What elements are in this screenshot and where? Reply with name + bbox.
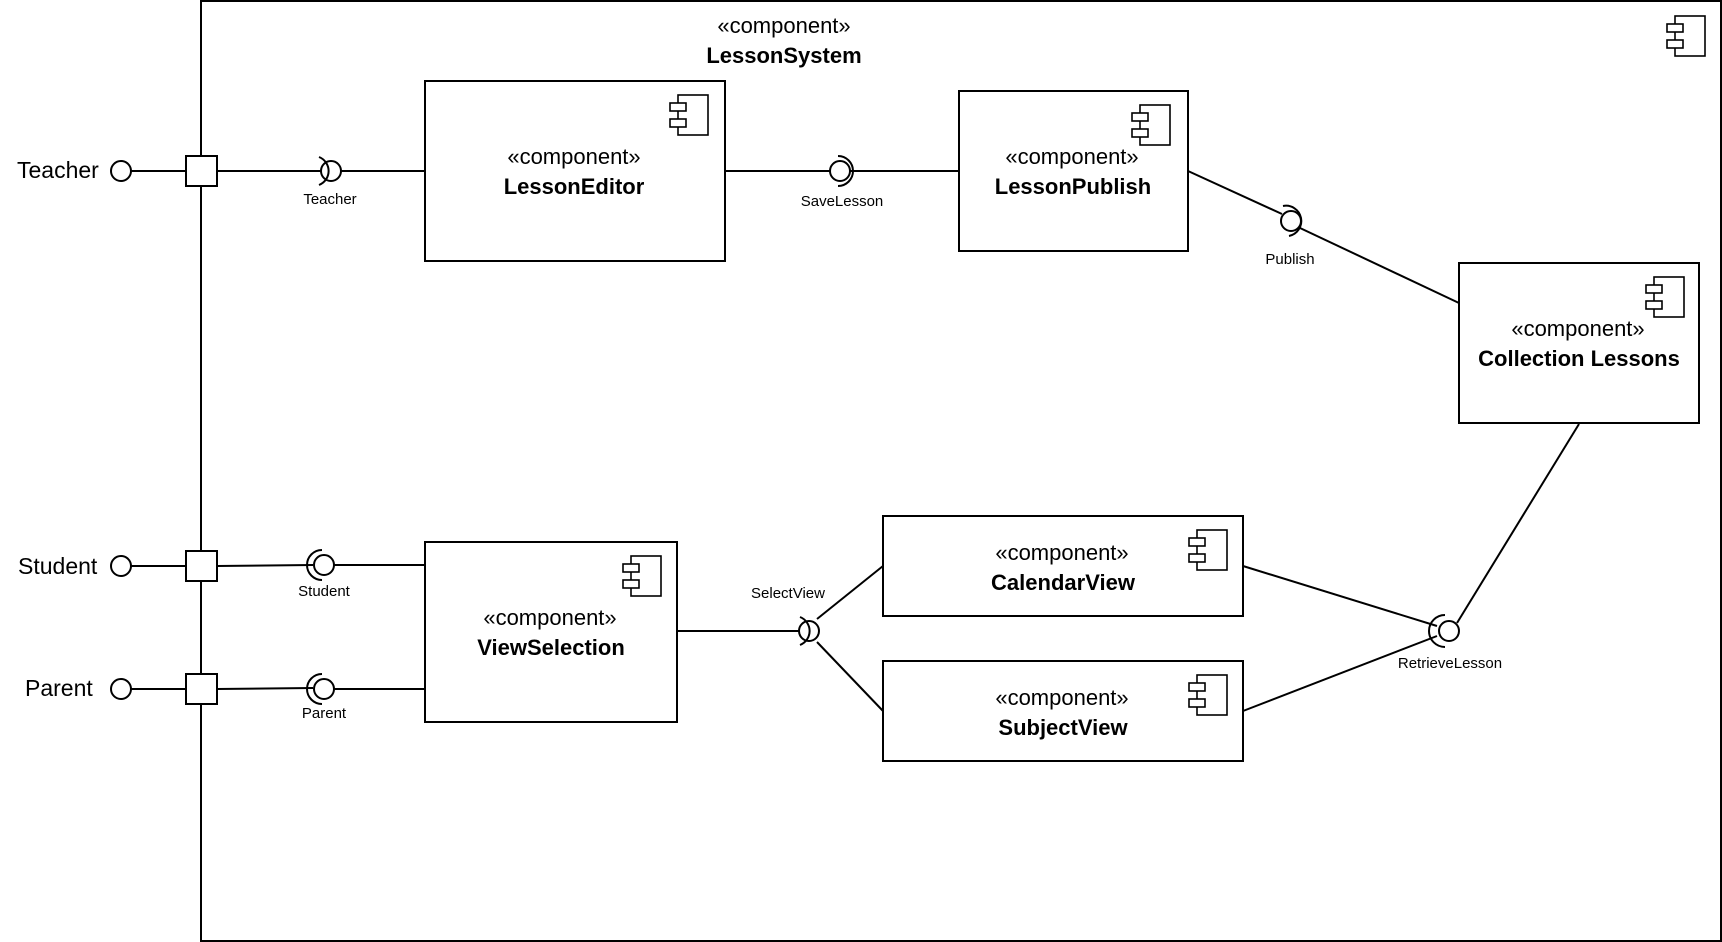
component-view-selection[interactable]: «component» ViewSelection	[424, 541, 678, 723]
system-stereotype: «component»	[717, 13, 850, 38]
interface-select-view-label: SelectView	[751, 585, 825, 602]
interface-student: Student	[298, 549, 351, 600]
actor-student-label: Student	[18, 553, 98, 579]
collection-lessons-name: Collection Lessons	[1478, 346, 1680, 371]
teacher-port-group: Teacher	[17, 155, 218, 187]
actor-parent-label: Parent	[25, 675, 93, 701]
interface-select-view: SelectView	[751, 585, 825, 646]
interface-parent: Parent	[302, 673, 347, 722]
actor-teacher-label: Teacher	[17, 157, 99, 183]
interface-publish: Publish	[1265, 204, 1315, 268]
calendar-view-stereotype: «component»	[995, 540, 1128, 565]
lesson-editor-name: LessonEditor	[504, 174, 645, 199]
component-lesson-editor[interactable]: «component» LessonEditor	[424, 80, 726, 262]
subject-view-stereotype: «component»	[995, 685, 1128, 710]
interface-student-label: Student	[298, 583, 351, 600]
collection-lessons-stereotype: «component»	[1511, 316, 1644, 341]
actor-parent-lollipop	[110, 678, 132, 700]
lesson-publish-stereotype: «component»	[1005, 144, 1138, 169]
component-subject-view[interactable]: «component» SubjectView	[882, 660, 1244, 762]
interface-parent-label: Parent	[302, 705, 347, 722]
interface-teacher: Teacher	[303, 156, 357, 208]
component-lesson-publish[interactable]: «component» LessonPublish	[958, 90, 1189, 252]
actor-student-lollipop	[110, 555, 132, 577]
student-port-group: Student	[18, 550, 218, 582]
lesson-editor-stereotype: «component»	[507, 144, 640, 169]
interface-save-lesson-label: SaveLesson	[801, 193, 884, 210]
system-name: LessonSystem	[706, 43, 861, 68]
view-selection-name: ViewSelection	[477, 635, 625, 660]
interface-retrieve-lesson-label: RetrieveLesson	[1398, 655, 1502, 672]
interface-teacher-label: Teacher	[303, 191, 356, 208]
component-calendar-view[interactable]: «component» CalendarView	[882, 515, 1244, 617]
lesson-publish-name: LessonPublish	[995, 174, 1151, 199]
parent-port-group: Parent	[25, 673, 218, 705]
view-selection-stereotype: «component»	[483, 605, 616, 630]
subject-view-name: SubjectView	[998, 715, 1128, 740]
component-collection-lessons[interactable]: «component» Collection Lessons	[1458, 262, 1700, 424]
port-parent[interactable]	[185, 673, 218, 705]
actor-teacher-lollipop	[110, 160, 132, 182]
calendar-view-name: CalendarView	[991, 570, 1136, 595]
interface-retrieve-lesson: RetrieveLesson	[1398, 614, 1502, 672]
port-student[interactable]	[185, 550, 218, 582]
interface-save-lesson: SaveLesson	[801, 155, 884, 210]
interface-publish-label: Publish	[1265, 251, 1314, 268]
port-teacher[interactable]	[185, 155, 218, 187]
